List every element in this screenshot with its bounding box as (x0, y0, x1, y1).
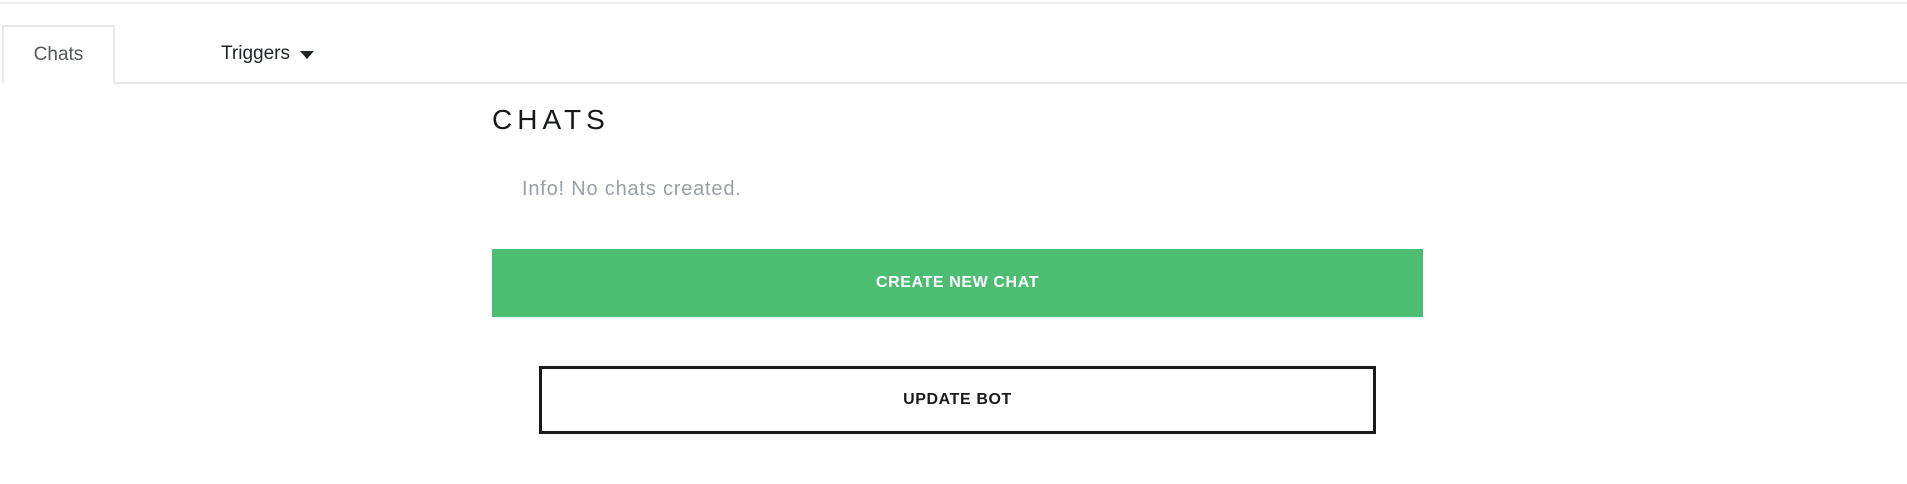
info-alert-text: Info! No chats created. (522, 178, 742, 201)
tab-chats[interactable]: Chats (2, 25, 115, 84)
tab-triggers-label: Triggers (221, 43, 290, 64)
top-divider (0, 2, 1907, 4)
tab-bar: Chats Triggers (2, 25, 1907, 84)
main-content: CHATS Info! No chats created. CREATE NEW… (492, 84, 1423, 435)
tab-triggers[interactable]: Triggers (211, 25, 324, 82)
chevron-down-icon (299, 50, 314, 59)
page-title: CHATS (492, 104, 610, 135)
update-bot-button[interactable]: UPDATE BOT (539, 366, 1376, 435)
tab-chats-label: Chats (33, 44, 84, 65)
info-alert: Info! No chats created. (492, 178, 1423, 200)
create-new-chat-button[interactable]: CREATE NEW CHAT (492, 249, 1423, 318)
